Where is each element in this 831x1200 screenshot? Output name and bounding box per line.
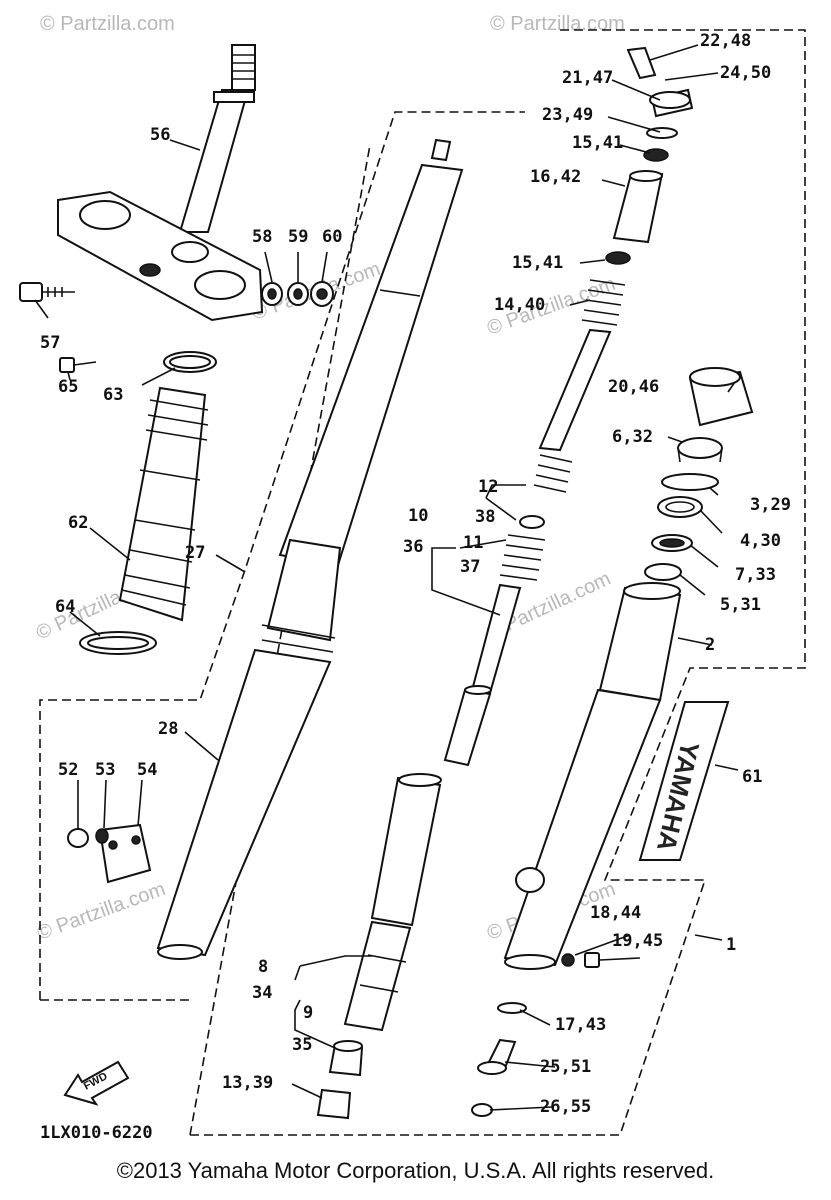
callout-28: 28 [158, 719, 178, 739]
callout-52: 52 [58, 760, 78, 780]
spacer-16 [612, 170, 664, 244]
spring-14 [533, 279, 626, 493]
watermark-text: © Partzilla.com [34, 878, 168, 945]
nut-52 [67, 828, 89, 848]
callout-35: 35 [292, 1035, 312, 1055]
callout-36: 36 [403, 537, 423, 557]
callout-63: 63 [103, 385, 123, 405]
callout-57: 57 [40, 333, 60, 353]
callout-6-32: 6,32 [612, 427, 653, 447]
leader-lines [34, 44, 739, 1111]
oil-seal-4 [657, 496, 703, 518]
washer-26 [471, 1103, 493, 1117]
callout-62: 62 [68, 513, 88, 533]
callout-4-30: 4,30 [740, 531, 781, 551]
cap-21 [649, 88, 694, 118]
callout-27: 27 [185, 543, 205, 563]
ring-38 [519, 515, 545, 529]
callout-65: 65 [58, 377, 78, 397]
inner-tube-upper [370, 773, 442, 927]
callout-15-41-lower: 15,41 [512, 253, 563, 273]
callout-58: 58 [252, 227, 272, 247]
callout-14-40: 14,40 [494, 295, 545, 315]
ring-37 [499, 534, 546, 581]
group-outline-center [189, 144, 620, 1136]
under-bracket [57, 190, 264, 322]
callout-19-45: 19,45 [612, 931, 663, 951]
callout-37: 37 [460, 557, 480, 577]
callout-60: 60 [322, 227, 342, 247]
callout-59: 59 [288, 227, 308, 247]
callout-8: 8 [258, 957, 268, 977]
outer-tube-2 [503, 582, 682, 970]
callout-13-39: 13,39 [222, 1073, 273, 1093]
callout-2: 2 [705, 635, 715, 655]
callout-1: 1 [726, 935, 736, 955]
dust-seal-20 [688, 367, 754, 427]
washer-7 [651, 534, 693, 552]
oil-lock-piece-9 [328, 1040, 364, 1077]
oil-lock-13 [316, 1088, 352, 1120]
copyright-notice: ©2013 Yamaha Motor Corporation, U.S.A. A… [116, 1158, 715, 1183]
callout-11: 11 [463, 533, 483, 553]
fwd-arrow-icon: FWD [63, 1060, 130, 1106]
callout-53: 53 [95, 760, 115, 780]
callout-61: 61 [742, 767, 762, 787]
group-outline-right [560, 29, 806, 1136]
damper-rod-10 [443, 583, 522, 767]
steering-stem [178, 44, 256, 233]
callout-15-41-upper: 15,41 [572, 133, 623, 153]
callout-34: 34 [252, 983, 272, 1003]
callout-3-29: 3,29 [750, 495, 791, 515]
bolt-19 [584, 952, 600, 968]
outer-tube-27 [156, 138, 464, 960]
callout-16-42: 16,42 [530, 167, 581, 187]
washer-15a [643, 148, 669, 162]
clip-3 [661, 473, 719, 491]
callout-23-49: 23,49 [542, 105, 593, 125]
callout-12: 12 [478, 477, 498, 497]
callout-17-43: 17,43 [555, 1015, 606, 1035]
callout-54: 54 [137, 760, 157, 780]
callout-9: 9 [303, 1003, 313, 1023]
watermark-text: © Partzilla.com [40, 13, 175, 35]
callout-24-50: 24,50 [720, 63, 771, 83]
decal-61: YAMAHA [638, 701, 730, 861]
bushing-5 [644, 563, 682, 581]
diagram-code: 1LX010-6220 [40, 1123, 153, 1143]
stopper-ring-6 [677, 437, 723, 463]
bolt-25 [477, 1038, 517, 1075]
clamp-63 [163, 351, 217, 373]
callout-18-44: 18,44 [590, 903, 641, 923]
callout-21-47: 21,47 [562, 68, 613, 88]
axle-holder-54 [98, 823, 152, 884]
callout-25-51: 25,51 [540, 1057, 591, 1077]
callout-10: 10 [408, 506, 428, 526]
inner-tube-lower [343, 920, 412, 1032]
callout-5-31: 5,31 [720, 595, 761, 615]
callout-7-33: 7,33 [735, 565, 776, 585]
callout-22-48: 22,48 [700, 31, 751, 51]
washers-58-60 [261, 281, 334, 307]
callout-26-55: 26,55 [540, 1097, 591, 1117]
callout-38: 38 [475, 507, 495, 527]
bolt-57 [19, 282, 75, 302]
fork-boot-62 [118, 386, 209, 622]
callout-56: 56 [150, 125, 170, 145]
screw-65 [59, 357, 97, 373]
callout-20-46: 20,46 [608, 377, 659, 397]
washer-53 [95, 828, 109, 844]
callout-64: 64 [55, 597, 75, 617]
washer-15b [605, 251, 631, 265]
washer-18 [561, 953, 575, 967]
clamp-64 [79, 631, 157, 655]
callouts: 22,48 24,50 21,47 23,49 15,41 16,42 15,4… [40, 31, 791, 1117]
watermark-text: © Partzilla.com [490, 13, 625, 35]
gasket-17 [497, 1002, 527, 1014]
cap-bolt-22 [626, 46, 657, 80]
